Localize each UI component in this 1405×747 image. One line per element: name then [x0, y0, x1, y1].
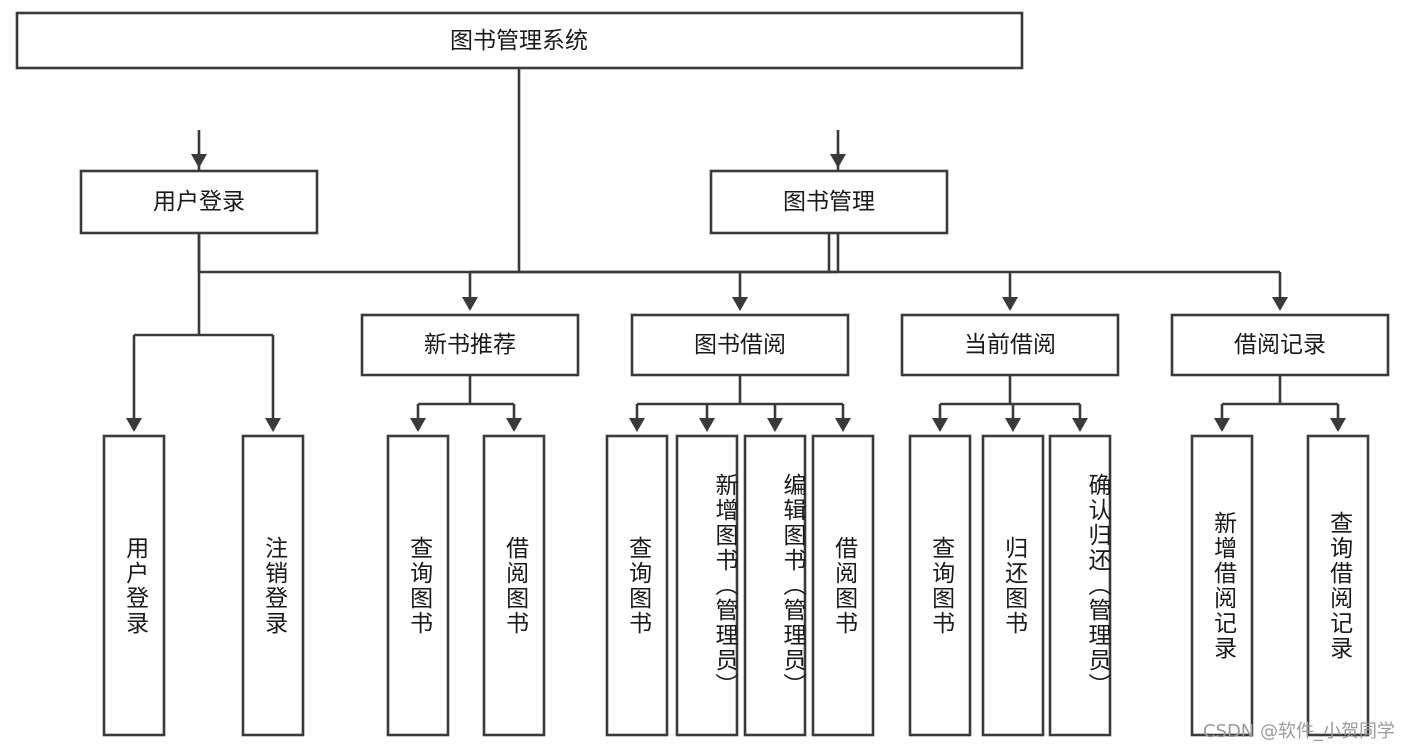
connectors-level2-arrows	[191, 130, 846, 168]
node-current-borrow[interactable]: 当前借阅	[900, 313, 1120, 377]
csdn-watermark: CSDN @软件_小贺同学	[1202, 721, 1395, 742]
leaf-box-logout-login[interactable]	[241, 434, 305, 737]
node-user-login-label: 用户登录	[153, 189, 245, 215]
connectors-bookmgmt-to-level3	[462, 233, 1288, 311]
leaf-box-query-books-new[interactable]	[386, 434, 450, 737]
node-book-management-label: 图书管理	[783, 189, 875, 215]
connectors-records-to-leaves	[1214, 375, 1346, 432]
leaf-box-query-books-borrow[interactable]	[605, 434, 669, 737]
node-borrow-records[interactable]: 借阅记录	[1170, 313, 1390, 377]
leaf-box-user-login[interactable]	[102, 434, 166, 737]
connectors-userlogin-to-leaves	[126, 233, 281, 432]
node-new-book-recommend-label: 新书推荐	[424, 332, 516, 358]
leaf-box-query-books-current[interactable]	[908, 434, 972, 737]
connectors-borrow-to-leaves	[629, 375, 851, 432]
connectors-newbook-to-leaves	[410, 375, 522, 432]
leaf-box-add-book-admin[interactable]	[675, 434, 739, 737]
node-new-book-recommend[interactable]: 新书推荐	[360, 313, 580, 377]
connectors-current-to-leaves	[932, 375, 1088, 432]
leaf-box-add-borrow-record[interactable]	[1190, 434, 1254, 737]
node-borrow-records-label: 借阅记录	[1234, 332, 1326, 358]
node-book-borrow-label: 图书借阅	[694, 332, 786, 358]
leaf-box-edit-book-admin[interactable]	[743, 434, 807, 737]
node-root[interactable]: 图书管理系统	[15, 11, 1024, 70]
leaf-box-borrow-books-new[interactable]	[482, 434, 546, 737]
leaf-box-borrow-book[interactable]	[811, 434, 875, 737]
leaf-box-query-borrow-record[interactable]	[1306, 434, 1370, 737]
node-root-label: 图书管理系统	[450, 28, 588, 54]
node-book-borrow[interactable]: 图书借阅	[630, 313, 850, 377]
node-user-login[interactable]: 用户登录	[79, 169, 319, 235]
node-book-management[interactable]: 图书管理	[709, 169, 949, 235]
leaf-box-confirm-return-admin[interactable]	[1048, 434, 1112, 737]
node-current-borrow-label: 当前借阅	[964, 332, 1056, 358]
leaf-box-return-book[interactable]	[981, 434, 1045, 737]
leaf-boxes	[102, 434, 1370, 737]
